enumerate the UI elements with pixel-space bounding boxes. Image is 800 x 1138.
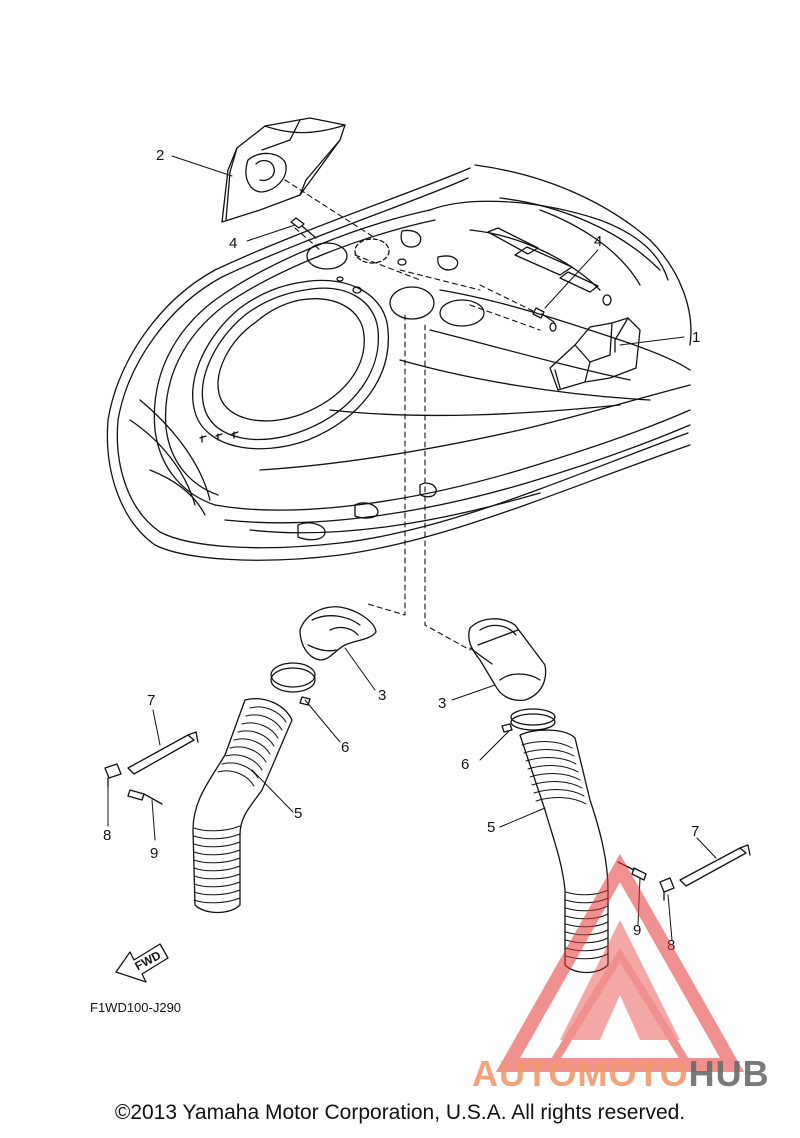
callout-7-right: 7 bbox=[691, 823, 699, 840]
drawing-code: F1WD100-J290 bbox=[90, 1000, 181, 1015]
callout-9-right: 9 bbox=[633, 922, 641, 939]
watermark-triangle-logo bbox=[495, 853, 745, 1072]
part-1-bracket bbox=[549, 317, 641, 391]
deck-holes bbox=[297, 227, 612, 541]
callout-4-left: 4 bbox=[229, 235, 237, 252]
fwd-arrow-icon bbox=[115, 943, 169, 983]
callout-5-left: 5 bbox=[294, 805, 302, 822]
automotohub-watermark: AUTOMOTOHUB bbox=[472, 853, 770, 1094]
callout-5-right: 5 bbox=[487, 819, 495, 836]
leader-lines bbox=[107, 155, 717, 941]
callout-4-right: 4 bbox=[594, 233, 602, 250]
watermark-text: AUTOMOTOHUB bbox=[472, 1053, 770, 1094]
callout-2: 2 bbox=[156, 147, 164, 164]
hull-deck bbox=[106, 164, 692, 561]
fwd-label: FWD bbox=[132, 948, 163, 973]
front-hatch-opening bbox=[191, 279, 389, 450]
assembly-guide-lines bbox=[284, 179, 541, 651]
callout-3-right: 3 bbox=[438, 695, 446, 712]
callout-7-left: 7 bbox=[147, 692, 155, 709]
callout-8-left: 8 bbox=[103, 827, 111, 844]
watermark-part1: AUTOMOTO bbox=[472, 1053, 689, 1094]
part-4-screws bbox=[290, 217, 555, 323]
watermark-part2: HUB bbox=[689, 1053, 770, 1094]
callout-9-left: 9 bbox=[150, 845, 158, 862]
part-2-cover bbox=[221, 117, 346, 223]
callout-1: 1 bbox=[692, 329, 700, 346]
callout-3-left: 3 bbox=[378, 687, 386, 704]
callout-6-right: 6 bbox=[461, 756, 469, 773]
copyright-notice: ©2013 Yamaha Motor Corporation, U.S.A. A… bbox=[114, 1101, 686, 1124]
left-duct-assembly bbox=[104, 606, 377, 914]
right-duct-assembly bbox=[468, 618, 751, 974]
callout-6-left: 6 bbox=[341, 739, 349, 756]
